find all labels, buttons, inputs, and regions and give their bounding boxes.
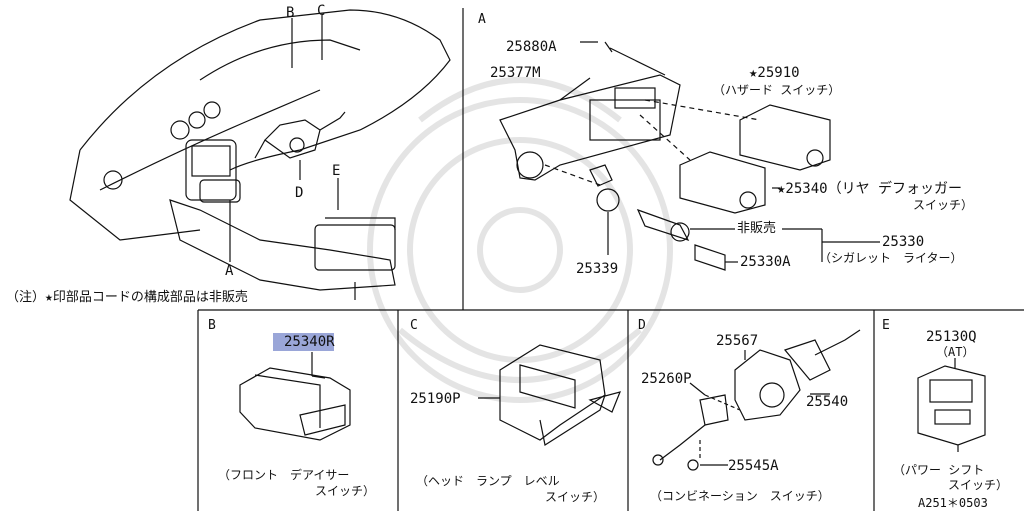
label-a: A <box>225 263 234 279</box>
panel-d-letter: D <box>638 318 646 333</box>
part-25910-desc: （ハザード スイッチ） <box>713 83 841 97</box>
panel-c-desc2: スイッチ） <box>545 490 606 504</box>
part-25330[interactable]: 25330 <box>882 234 925 250</box>
hihanbai-label: 非販売 <box>737 221 777 236</box>
panel-d-drawing <box>652 329 861 471</box>
part-25340r[interactable]: 25340R <box>284 334 335 350</box>
part-25910[interactable]: ★25910 <box>749 65 800 81</box>
panel-b-letter: B <box>208 318 216 333</box>
panel-c-drawing <box>478 344 622 446</box>
panel-d-desc: （コンビネーション スイッチ） <box>650 489 830 503</box>
part-highlight <box>273 333 334 351</box>
part-25567[interactable]: 25567 <box>716 333 759 349</box>
panel-e-drawing <box>917 358 986 452</box>
label-b: B <box>286 5 295 21</box>
part-25130q[interactable]: 25130Q <box>926 329 977 345</box>
panel-b-desc2: スイッチ） <box>315 484 376 498</box>
part-25330a[interactable]: 25330A <box>740 254 791 270</box>
part-25330-desc: （シガレット ライター） <box>819 251 963 265</box>
part-25377m[interactable]: 25377M <box>490 65 541 81</box>
diagram-code: A251＊0503 <box>918 496 988 510</box>
dashboard-drawing <box>69 9 451 300</box>
panel-e-sub: （AT） <box>936 345 975 359</box>
panel-b-desc1: （フロント デアイサー <box>218 468 350 482</box>
panel-e-desc2: スイッチ） <box>948 478 1009 492</box>
panel-c-letter: C <box>410 318 418 333</box>
part-25260p[interactable]: 25260P <box>641 371 692 387</box>
label-c: C <box>317 3 326 19</box>
note-text: （注）★印部品コードの構成部品は非販売 <box>6 290 248 305</box>
panel-a-drawing <box>499 41 880 271</box>
part-25540[interactable]: 25540 <box>806 394 849 410</box>
panel-e-desc1: （パワー シフト <box>893 463 985 477</box>
panel-c-desc1: （ヘッド ランプ レベル <box>416 474 560 488</box>
panel-e-letter: E <box>882 318 890 333</box>
part-25339[interactable]: 25339 <box>576 261 619 277</box>
part-25545a[interactable]: 25545A <box>728 458 779 474</box>
part-25880a[interactable]: 25880A <box>506 39 557 55</box>
panel-a-letter: A <box>478 12 486 27</box>
label-d: D <box>295 185 304 201</box>
label-e: E <box>332 163 341 179</box>
panel-b-drawing <box>239 352 351 441</box>
part-25190p[interactable]: 25190P <box>410 391 461 407</box>
part-25340-desc: スイッチ） <box>913 198 974 212</box>
part-25340[interactable]: ★25340（リヤ デフォッガー <box>777 181 963 197</box>
